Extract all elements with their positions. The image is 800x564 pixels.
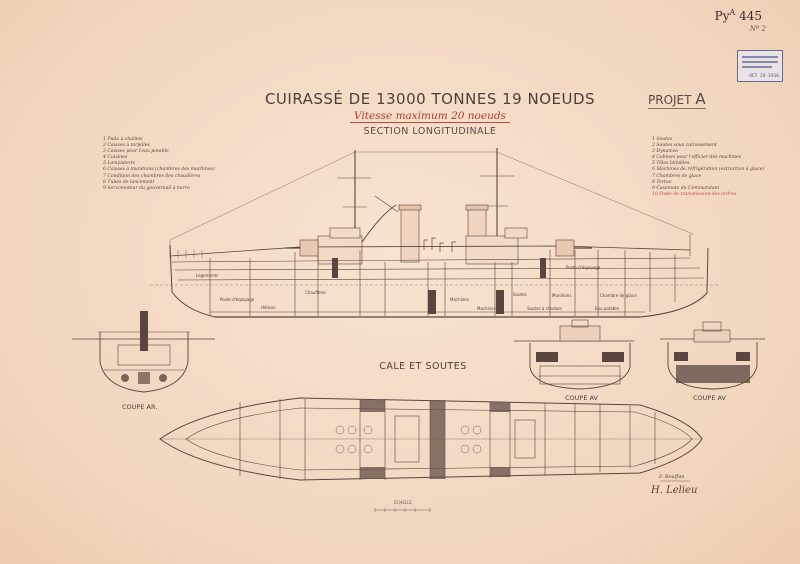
legend-right: 1 Soutes 2 Soutes sous cuirassement 3 Dy… xyxy=(652,137,764,198)
compartment-label: Hélices xyxy=(261,305,276,310)
compartment-label: Soutes à charbon xyxy=(527,306,562,311)
compartment-label: Machines xyxy=(450,297,469,302)
forward-funnel xyxy=(400,207,420,263)
compartment-label: Chambre de glace xyxy=(600,293,637,298)
coupe-av1-section xyxy=(514,319,634,390)
hold-plan-view xyxy=(159,397,703,481)
drawing-title: CUIRASSÉ DE 13000 TONNES 19 NOEUDS xyxy=(264,90,596,108)
legend-item: 10 Poste de transmission des ordres xyxy=(652,191,737,197)
ref-sup: A xyxy=(729,8,736,17)
legend-item: 6 Caisses à munitions (chambres des mach… xyxy=(103,167,215,173)
legend-left: 1 Puits à chaînes 2 Caisses à torpilles … xyxy=(103,137,215,192)
coupe-av2-label: COUPE AV xyxy=(693,394,726,402)
legend-item: 4 Cabines pour l'officier des machines xyxy=(652,155,742,161)
section-title: SECTION LONGITUDINALE xyxy=(363,126,497,137)
legend-item: 5 Lampisterie xyxy=(103,161,136,167)
signature: H. Lelieu xyxy=(651,485,698,496)
signature-small: F. Bouffan xyxy=(659,474,685,480)
legend-item: 8 Tubes de lancement xyxy=(103,179,155,185)
coupe-ar-label: COUPE AR. xyxy=(122,403,158,411)
compartment-label: Poste d'équipage xyxy=(220,297,255,302)
compartment-label: Chaufferie xyxy=(305,290,326,295)
longitudinal-section xyxy=(150,148,720,318)
legend-item: 3 Dynamos xyxy=(652,149,678,155)
legend-item: 7 Chambres de glace xyxy=(652,173,702,179)
project-prefix: PROJET xyxy=(648,93,692,107)
speed-subtitle: Vitesse maximum 20 noeuds xyxy=(350,110,510,123)
legend-item: 9 Servomoteur du gouvernail à barre xyxy=(103,185,190,191)
sheet-reference: PyA 445 xyxy=(715,8,762,23)
compartment-label: Logements xyxy=(196,273,219,278)
compartment-label: Machines xyxy=(477,306,496,311)
compartment-label: Poste d'équipage xyxy=(566,265,601,270)
legend-item: 8 Tortue xyxy=(652,179,672,185)
ref-sub: Nº 2 xyxy=(749,25,766,33)
legend-item: 6 Machines de réfrigération (extraction … xyxy=(652,167,765,173)
coupe-av2-section xyxy=(660,321,765,390)
project-label: PROJET A xyxy=(648,90,706,109)
legend-item: 3 Caisses pour l'eau potable xyxy=(103,149,169,155)
coupe-av1-label: COUPE AV xyxy=(565,394,598,402)
ref-prefix: Py xyxy=(714,9,730,23)
legend-item: 2 Caisses à torpilles xyxy=(103,143,150,149)
compartment-label: Munitions xyxy=(552,293,572,298)
legend-item: 1 Puits à chaînes xyxy=(103,137,143,142)
legend-item: 4 Cuisines xyxy=(103,155,128,161)
legend-item: 2 Soutes sous cuirassement xyxy=(652,143,717,149)
legend-item: 1 Soutes xyxy=(652,137,673,142)
scale-bar xyxy=(374,508,431,512)
legend-item: 7 Condition des chambres des chaudières xyxy=(103,173,201,179)
stamp-date: OCT 24 1916 xyxy=(749,74,779,79)
archive-stamp: OCT 24 1916 xyxy=(737,50,783,82)
ref-number: 445 xyxy=(739,9,762,23)
legend-item: 5 Tôles blindées xyxy=(652,161,690,167)
coupe-ar-section xyxy=(72,311,215,393)
compartment-label: Soutes xyxy=(513,292,527,297)
scale-label: ÉCHELLE xyxy=(394,500,412,505)
cale-title: CALE ET SOUTES xyxy=(379,361,467,372)
legend-item: 9 Casemate du Commandant xyxy=(652,185,720,191)
compartment-label: Eau potable xyxy=(595,306,619,311)
project-letter: A xyxy=(695,90,706,108)
